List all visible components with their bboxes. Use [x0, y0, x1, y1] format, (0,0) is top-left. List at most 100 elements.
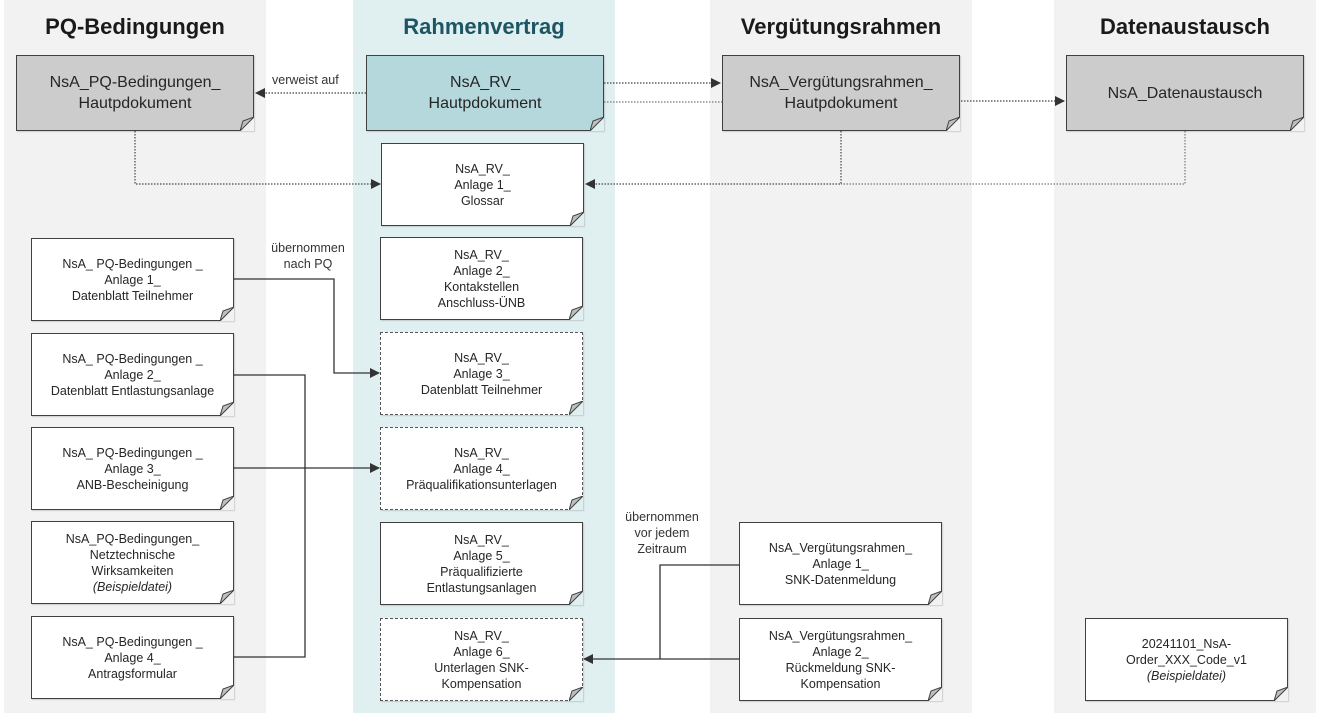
doc-text-line: Datenblatt Teilnehmer — [420, 382, 543, 397]
doc-text-line: Anschluss-ÜNB — [437, 295, 526, 310]
doc-text-line: Entlastungsanlagen — [426, 580, 537, 595]
doc-text-line: NsA_RV_ — [455, 161, 510, 176]
doc-text-line: Kompensation — [441, 676, 522, 691]
doc-text-line: Wirksamkeiten — [91, 563, 174, 578]
page-fold-icon — [1290, 117, 1304, 131]
doc-pq-anlage-2[interactable]: NsA_ PQ-Bedingungen _Anlage 2_Datenblatt… — [31, 333, 234, 416]
doc-text-line: NsA_RV_ — [454, 628, 509, 643]
doc-verguetungsrahmen-anlage-2[interactable]: NsA_Vergütungsrahmen_Anlage 2_Rückmeldun… — [739, 618, 942, 701]
doc-note-italic: (Beispieldatei) — [92, 579, 173, 594]
doc-text-line: NsA_PQ-Bedingungen_ — [65, 531, 200, 546]
doc-text-line: Anlage 4_ — [453, 461, 510, 476]
doc-text-line: NsA_Vergütungsrahmen_ — [749, 74, 933, 91]
doc-text-line: NsA_RV_ — [454, 532, 509, 547]
doc-text-line: Anlage 4_ — [104, 650, 161, 665]
doc-rv-anlage-3[interactable]: NsA_RV_Anlage 3_Datenblatt Teilnehmer — [380, 332, 583, 415]
doc-text-line: Anlage 3_ — [453, 366, 510, 381]
lane-title: Vergütungsrahmen — [740, 14, 942, 39]
doc-pq-hauptdokument[interactable]: NsA_PQ-Bedingungen_ Hautpdokument — [16, 55, 254, 131]
doc-text-line: Anlage 2_ — [812, 644, 869, 659]
doc-text-line: 20241101_NsA- — [1141, 636, 1232, 651]
doc-text-line: NsA_ PQ-Bedingungen _ — [62, 351, 203, 366]
page-fold-icon — [569, 306, 583, 320]
doc-text-line: Kontakstellen — [443, 279, 520, 294]
doc-note-italic: (Beispieldatei) — [1146, 668, 1227, 683]
doc-text-line: NsA_Vergütungsrahmen_ — [768, 628, 913, 643]
doc-text-line: Hautpdokument — [78, 95, 192, 112]
lane-title: PQ-Bedingungen — [45, 14, 225, 39]
page-fold-icon — [590, 117, 604, 131]
doc-text-line: Anlage 6_ — [453, 644, 510, 659]
doc-text-line: Präqualifizierte — [440, 564, 523, 579]
lane-title: Rahmenvertrag — [403, 14, 565, 39]
page-fold-icon — [220, 402, 234, 416]
page-fold-icon — [569, 591, 583, 605]
doc-text-line: NsA_RV_ — [454, 350, 509, 365]
doc-pq-anlage-4[interactable]: NsA_ PQ-Bedingungen _Anlage 4_Antragsfor… — [31, 616, 234, 699]
label-verweist-auf: verweist auf — [272, 73, 339, 87]
doc-text-line: Anlage 1_ — [454, 177, 511, 192]
doc-text-line: Anlage 1_ — [812, 556, 869, 571]
doc-text-line: NsA_ PQ-Bedingungen _ — [62, 445, 203, 460]
doc-order-code-beispieldatei[interactable]: 20241101_NsA-Order_XXX_Code_v1(Beispield… — [1085, 618, 1288, 701]
doc-text-line: NsA_RV_ — [450, 74, 520, 91]
page-fold-icon — [946, 117, 960, 131]
page-fold-icon — [928, 591, 942, 605]
page-fold-icon — [240, 117, 254, 131]
doc-verguetungsrahmen-hauptdokument[interactable]: NsA_Vergütungsrahmen_ Hautpdokument — [722, 55, 960, 131]
doc-text-line: Netztechnische — [89, 547, 176, 562]
doc-text-line: NsA_RV_ — [454, 247, 509, 262]
doc-text-line: Kompensation — [800, 676, 881, 691]
note-line: Zeitraum — [637, 542, 687, 556]
doc-text-line: Anlage 5_ — [453, 548, 510, 563]
note-line: übernommen — [625, 510, 699, 524]
page-fold-icon — [570, 212, 584, 226]
doc-rv-hauptdokument[interactable]: NsA_RV_ Hautpdokument — [366, 55, 604, 131]
doc-text-line: NsA_ PQ-Bedingungen _ — [62, 634, 203, 649]
doc-rv-anlage-1[interactable]: NsA_RV_Anlage 1_Glossar — [381, 143, 584, 226]
doc-text-line: NsA_PQ-Bedingungen_ — [49, 74, 221, 91]
doc-text-line: Anlage 1_ — [104, 272, 161, 287]
doc-text-line: Antragsformular — [88, 666, 177, 681]
doc-text-line: NsA_Datenaustausch — [1107, 84, 1263, 102]
page-fold-icon — [569, 401, 583, 415]
doc-text-line: Unterlagen SNK- — [434, 660, 529, 675]
doc-text-line: Anlage 2_ — [104, 367, 161, 382]
doc-text-line: NsA_Vergütungsrahmen_ — [768, 540, 913, 555]
label-uebernommen-nach-pq: übernommen nach PQ — [262, 240, 354, 272]
doc-pq-anlage-3[interactable]: NsA_ PQ-Bedingungen _Anlage 3_ANB-Besche… — [31, 427, 234, 510]
doc-text-line: Hautpdokument — [428, 95, 542, 112]
doc-verguetungsrahmen-anlage-1[interactable]: NsA_Vergütungsrahmen_Anlage 1_SNK-Datenm… — [739, 522, 942, 605]
doc-text-line: Glossar — [460, 193, 505, 208]
page-fold-icon — [569, 687, 583, 701]
page-fold-icon — [220, 590, 234, 604]
note-line: übernommen — [271, 241, 345, 255]
note-line: vor jedem — [634, 526, 690, 540]
doc-text-line: Datenblatt Teilnehmer — [71, 288, 194, 303]
doc-datenaustausch[interactable]: NsA_Datenaustausch — [1066, 55, 1304, 131]
page-fold-icon — [569, 496, 583, 510]
label-uebernommen-vor-zeitraum: übernommen vor jedem Zeitraum — [612, 509, 712, 557]
doc-pq-anlage-1[interactable]: NsA_ PQ-Bedingungen _Anlage 1_Datenblatt… — [31, 238, 234, 321]
doc-text-line: Datenblatt Entlastungsanlage — [50, 383, 215, 398]
note-line: nach PQ — [283, 257, 333, 271]
doc-text-line: Anlage 3_ — [104, 461, 161, 476]
page-fold-icon — [220, 685, 234, 699]
doc-rv-anlage-6[interactable]: NsA_RV_Anlage 6_Unterlagen SNK-Kompensat… — [380, 618, 583, 701]
page-fold-icon — [220, 496, 234, 510]
doc-rv-anlage-4[interactable]: NsA_RV_Anlage 4_Präqualifikationsunterla… — [380, 427, 583, 510]
doc-text-line: Anlage 2_ — [453, 263, 510, 278]
doc-text-line: SNK-Datenmeldung — [784, 572, 897, 587]
doc-text-line: NsA_RV_ — [454, 445, 509, 460]
doc-text-line: Hautpdokument — [784, 95, 898, 112]
doc-text-line: Order_XXX_Code_v1 — [1126, 652, 1247, 667]
page-fold-icon — [928, 687, 942, 701]
doc-text-line: NsA_ PQ-Bedingungen _ — [62, 256, 203, 271]
doc-text-line: Präqualifikationsunterlagen — [406, 477, 557, 492]
page-fold-icon — [1274, 687, 1288, 701]
page-fold-icon — [220, 307, 234, 321]
doc-text-line: ANB-Bescheinigung — [76, 477, 189, 492]
